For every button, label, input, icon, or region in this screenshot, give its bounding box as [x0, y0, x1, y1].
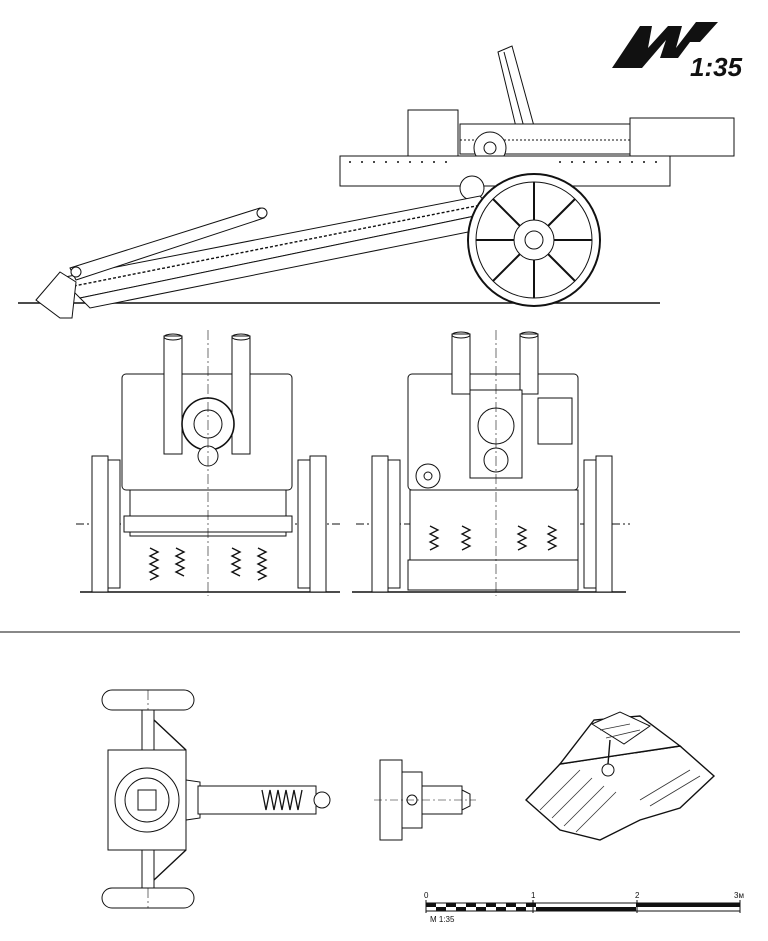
plan-trail — [185, 779, 201, 821]
front-left-wheel — [91, 455, 109, 593]
scale-tick-3: 3м — [734, 891, 744, 900]
front-right-wheel — [309, 455, 327, 593]
trail-lever — [69, 207, 268, 281]
plan-view — [101, 689, 331, 909]
scale-caption: M 1:35 — [430, 915, 455, 924]
scale-bar: 0 1 2 3м M 1:35 — [424, 891, 744, 924]
front-elevation-view — [76, 330, 342, 596]
trail-beam — [58, 195, 499, 309]
rear-left-wheel — [371, 455, 389, 593]
scale-bar-segments — [426, 903, 740, 911]
rear-elevation-view — [352, 330, 630, 596]
scale-tick-0: 0 — [424, 891, 429, 900]
rear-left-tube — [451, 333, 471, 395]
spring-pack — [148, 547, 268, 581]
detail-section-view — [374, 759, 476, 841]
scale-tick-1: 1 — [531, 891, 536, 900]
trail-spade — [35, 271, 77, 319]
right-tube — [231, 335, 251, 455]
sight-box — [537, 397, 573, 445]
publisher-logo: 1:35 — [612, 22, 743, 82]
left-tube — [163, 335, 183, 455]
iso-hatching — [539, 723, 701, 833]
plan-spring — [261, 789, 303, 811]
side-elevation-view — [18, 45, 735, 319]
logo-scale-text: 1:35 — [690, 52, 743, 82]
handwheel — [415, 463, 441, 489]
logo-m-mark — [612, 22, 718, 68]
rear-carriage-body — [409, 489, 579, 561]
rear-right-wheel — [595, 455, 613, 593]
recoil-housing — [407, 109, 459, 157]
isometric-detail-view — [524, 711, 716, 841]
rear-right-tube — [519, 333, 539, 395]
rear-spring-pack — [428, 525, 558, 551]
plan-lunette — [313, 791, 331, 809]
road-wheel — [467, 173, 601, 307]
rivet-row — [349, 161, 657, 163]
scale-tick-2: 2 — [635, 891, 640, 900]
